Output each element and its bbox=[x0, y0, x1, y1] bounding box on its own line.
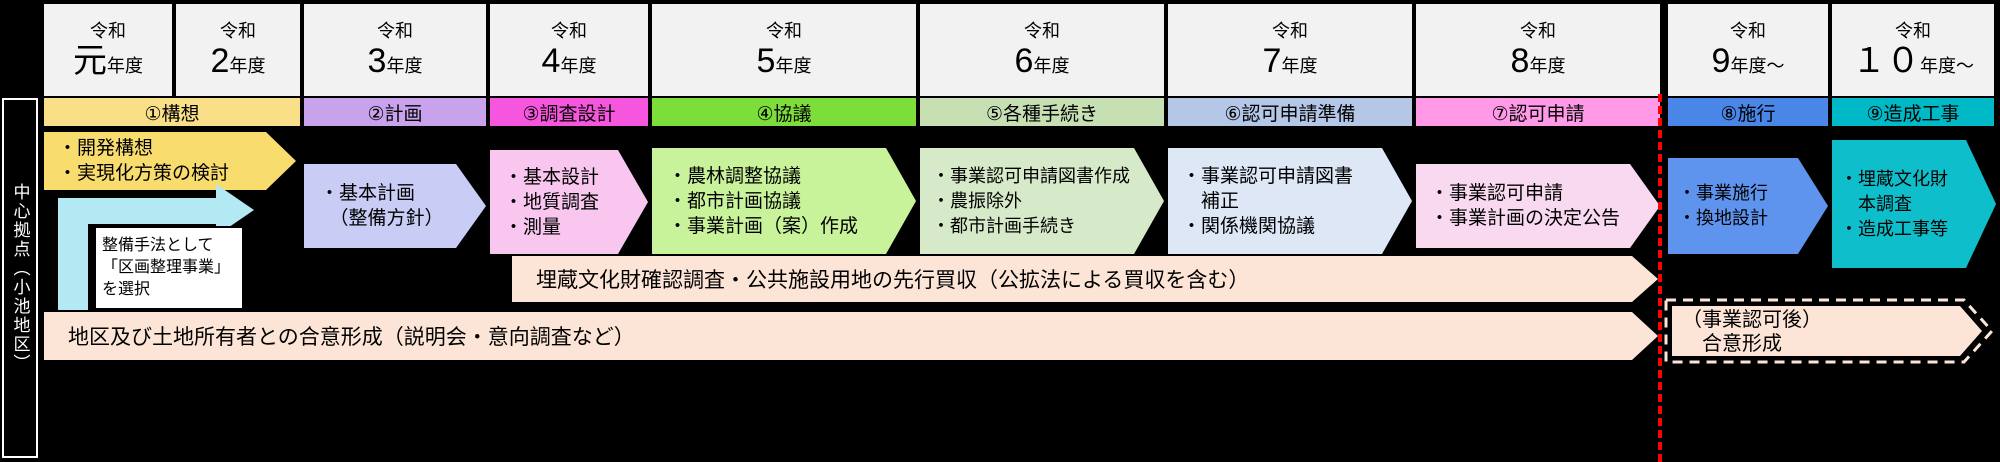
year-era: 令和 bbox=[1024, 21, 1060, 41]
year-era: 令和 bbox=[1730, 21, 1766, 41]
dashed-arrow-shape bbox=[1664, 298, 1995, 364]
bar-post-approval-text: （事業認可後） 合意形成 bbox=[1682, 309, 1822, 355]
year-era: 令和 bbox=[220, 21, 256, 41]
step-arrow-3-survey: ・基本設計 ・地質調査 ・測量 bbox=[490, 150, 648, 254]
year-era: 令和 bbox=[766, 21, 802, 41]
phase-header-6-prep: ⑥認可申請準備 bbox=[1168, 98, 1412, 126]
step-arrow-7-apply: ・事業認可申請 ・事業計画の決定公告 bbox=[1416, 164, 1660, 248]
phase-header-9-construct: ⑨造成工事 bbox=[1832, 98, 1994, 126]
phase-header-3-survey: ③調査設計 bbox=[490, 98, 648, 126]
year-era: 令和 bbox=[377, 21, 413, 41]
step-arrow-5-procedures: ・事業認可申請図書作成 ・農振除外 ・都市計画手続き bbox=[920, 148, 1164, 254]
elbow-arrow-shape bbox=[58, 184, 254, 310]
year-era: 令和 bbox=[1520, 21, 1556, 41]
year-era: 令和 bbox=[1272, 21, 1308, 41]
phase-header-5-procedures: ⑤各種手続き bbox=[920, 98, 1164, 126]
step-arrow-8-execute: ・事業施行 ・換地設計 bbox=[1668, 158, 1828, 254]
phase-header-1-concept: ①構想 bbox=[44, 98, 300, 126]
step-arrow-6-prep: ・事業認可申請図書 補正 ・関係機関協議 bbox=[1168, 148, 1412, 254]
district-side-label: 中心拠点（小池地区） bbox=[2, 98, 38, 458]
step-arrow-1-concept: ・開発構想 ・実現化方策の検討 bbox=[44, 132, 296, 190]
year-era: 令和 bbox=[551, 21, 587, 41]
bar-consensus: 地区及び土地所有者との合意形成（説明会・意向調査など） bbox=[44, 312, 1658, 360]
step-arrow-4-consult: ・農林調整協議 ・都市計画協議 ・事業計画（案）作成 bbox=[652, 148, 916, 254]
approval-divider-line bbox=[1658, 94, 1662, 462]
phase-header-8-execute: ⑧施行 bbox=[1668, 98, 1828, 126]
step-arrow-2-plan: ・基本計画 （整備方針） bbox=[304, 164, 486, 248]
method-note-box: 整備手法として 「区画整理事業」 を選択 bbox=[94, 226, 244, 310]
phase-header-4-consult: ④協議 bbox=[652, 98, 916, 126]
year-era: 令和 bbox=[1895, 21, 1931, 41]
bar-post-approval-consensus: （事業認可後） 合意形成 bbox=[1664, 298, 1996, 364]
phase-header-2-plan: ②計画 bbox=[304, 98, 486, 126]
phase-header-7-apply: ⑦認可申請 bbox=[1416, 98, 1660, 126]
year-era: 令和 bbox=[90, 21, 126, 41]
year-number: 元年度 bbox=[73, 42, 143, 80]
district-name: 中心拠点（小池地区） bbox=[10, 183, 30, 373]
year-cell-r1: 令和 元年度 bbox=[44, 4, 172, 96]
bar-land-acquisition: 埋蔵文化財確認調査・公共施設用地の先行買収（公拡法による買収を含む） bbox=[512, 256, 1658, 302]
step-arrow-9-construct: ・埋蔵文化財 本調査 ・造成工事等 bbox=[1832, 140, 1996, 268]
